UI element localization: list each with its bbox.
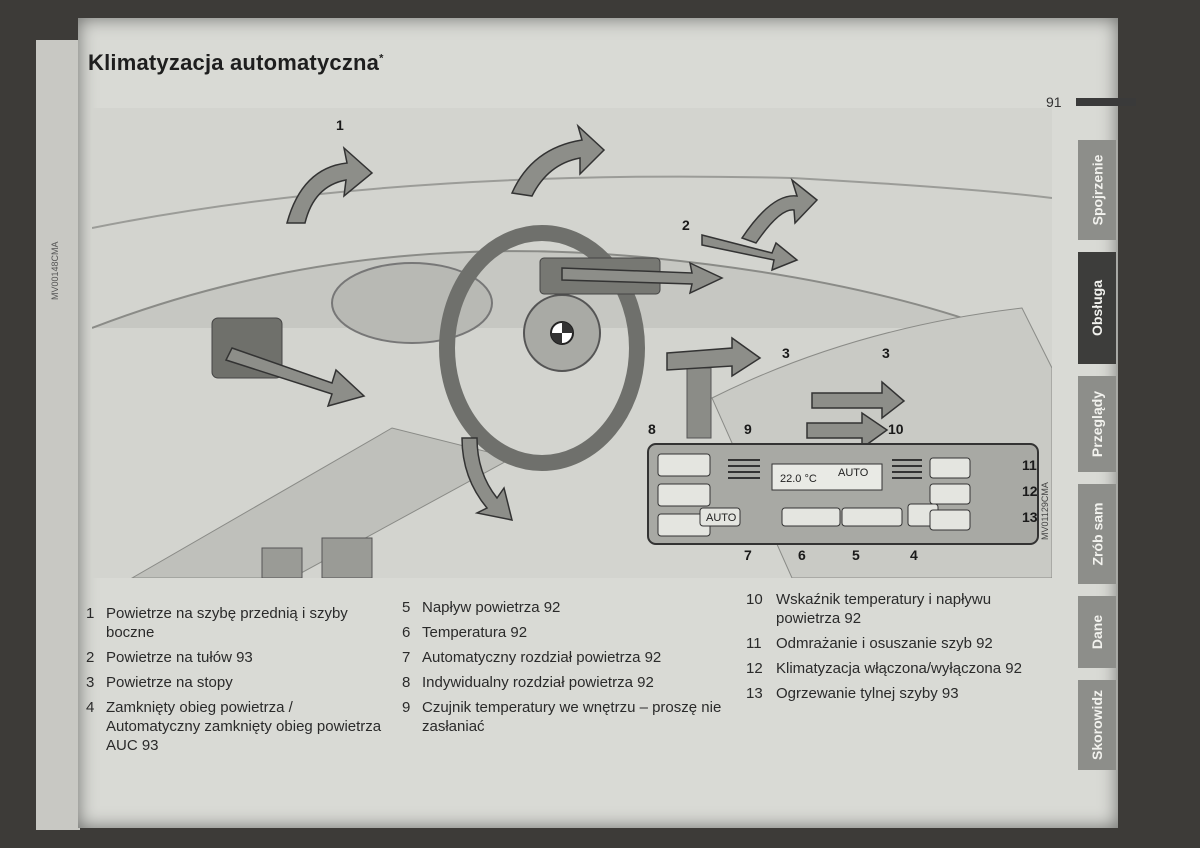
airflow-arrow-1 — [510, 123, 606, 197]
ac-button — [929, 483, 971, 505]
callout-label: 2 — [682, 217, 690, 233]
temperature-display — [771, 463, 883, 491]
airflow-rocker — [841, 507, 903, 527]
tab-obsluga[interactable]: Obsługa — [1078, 252, 1116, 364]
airflow-arrow-3 — [806, 411, 889, 450]
callout-label: 8 — [648, 421, 656, 437]
callout-label: 11 — [1022, 457, 1037, 473]
page-marker-bar — [1076, 98, 1136, 106]
airflow-arrow-3 — [461, 437, 514, 521]
tab-zrob-sam[interactable]: Zrób sam — [1078, 484, 1116, 584]
callout-label: 5 — [852, 547, 860, 563]
callout-label: 9 — [744, 421, 752, 437]
tab-skorowidz[interactable]: Skorowidz — [1078, 680, 1116, 770]
pedal — [321, 537, 373, 578]
display-mode: AUTO — [838, 467, 869, 479]
page-number: 91 — [1046, 94, 1062, 110]
steering-wheel — [439, 225, 645, 471]
defrost-button — [929, 457, 971, 479]
callout-label: 4 — [910, 547, 918, 563]
tab-spojrzenie[interactable]: Spojrzenie — [1078, 140, 1116, 240]
airflow-arrow-2 — [224, 347, 366, 408]
callout-label: 12 — [1022, 483, 1038, 499]
rear-window-heating-button — [929, 509, 971, 531]
sensor-grille-left — [728, 459, 760, 479]
display-temperature: 22.0 °C — [780, 473, 817, 485]
tab-przeglady[interactable]: Przeglądy — [1078, 376, 1116, 472]
callout-label: 10 — [888, 421, 904, 437]
airflow-arrow-3 — [811, 380, 906, 420]
previous-page-code: MV00148CMA — [50, 241, 60, 300]
tab-dane[interactable]: Dane — [1078, 596, 1116, 668]
airflow-arrow-1 — [286, 145, 374, 224]
page-title: Klimatyzacja automatyczna* — [88, 50, 384, 75]
dashboard-illustration: 22.0 °C AUTO AUTO 1 2 3 3 4 5 6 7 8 9 10… — [92, 108, 1052, 578]
pedal — [261, 547, 303, 578]
callout-label: 13 — [1022, 509, 1038, 525]
airflow-arrow-2 — [740, 177, 819, 244]
airflow-arrow-2 — [561, 261, 724, 295]
sensor-grille-right — [892, 459, 922, 479]
dashboard-top-line — [92, 175, 1052, 229]
airflow-arrow-2 — [701, 234, 799, 272]
callout-label: 3 — [882, 345, 890, 361]
temperature-rocker — [781, 507, 841, 527]
callout-label: 3 — [782, 345, 790, 361]
gear-shift — [686, 367, 712, 439]
figure-code: MV01129CMA — [1040, 482, 1050, 540]
previous-page-edge: MV00148CMA — [36, 40, 80, 830]
auto-button — [699, 507, 741, 527]
distribution-button-top — [657, 453, 711, 477]
callout-label: 1 — [336, 117, 344, 133]
airflow-arrow-3 — [666, 336, 762, 378]
distribution-button-middle — [657, 483, 711, 507]
callout-label: 7 — [744, 547, 752, 563]
callout-label: 6 — [798, 547, 806, 563]
auto-button-label: AUTO — [706, 512, 737, 524]
